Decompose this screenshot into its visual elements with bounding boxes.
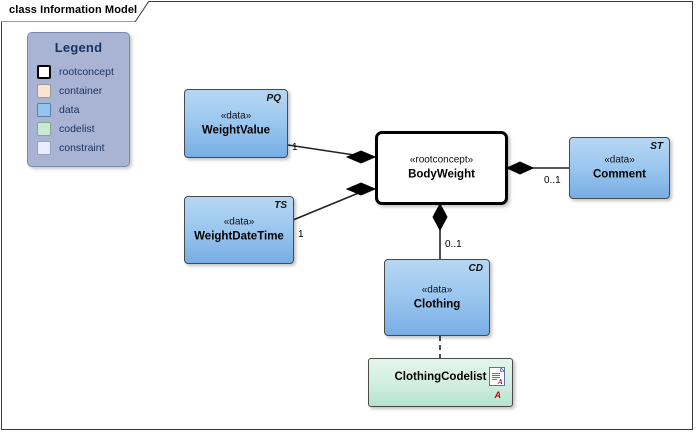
class-name-clothingcodelist: ClothingCodelist [394,371,487,383]
class-body-clothing: «data» Clothing [385,283,489,312]
legend-swatch-container-icon [37,83,51,98]
class-body-weightdatetime: «data» WeightDateTime [185,216,293,245]
connector-bodyweight-clothing [432,202,448,260]
class-name-bodyweight: BodyWeight [408,168,475,181]
legend-item-container: container [37,81,129,100]
legend-swatch-constraint-icon [37,140,51,155]
class-stereotype-clothing: «data» [421,284,453,295]
class-stereotype-weightvalue: «data» [220,110,252,121]
class-stereotype-weightdatetime: «data» [223,216,255,228]
connector-weightvalue-bodyweight [287,144,377,164]
multiplicity-comment: 0..1 [544,175,561,186]
class-box-weightdatetime[interactable]: TS «data» WeightDateTime [184,196,294,264]
class-tag-clothing: CD [468,263,483,274]
multiplicity-weightvalue: 1 [292,142,298,153]
class-box-clothing[interactable]: CD «data» Clothing [384,259,490,336]
codelist-marker: A [494,390,502,400]
legend-item-rootconcept: rootconcept [37,62,129,81]
legend-title: Legend [54,40,103,55]
class-body-weightvalue: «data» WeightValue [185,109,287,138]
legend-label-constraint: constraint [59,141,105,154]
document-icon: A [489,367,505,386]
class-name-comment: Comment [592,168,647,181]
legend-item-list: rootconcept container data codelist cons… [28,62,129,157]
legend-label-codelist: codelist [59,122,95,135]
class-body-comment: «data» Comment [570,154,669,183]
legend-label-container: container [59,84,103,97]
diagram-title: class Information Model [9,4,138,16]
connector-bodyweight-comment [505,161,569,175]
class-stereotype-comment: «data» [604,154,635,166]
connector-weightdatetime-bodyweight [292,182,377,221]
class-box-bodyweight[interactable]: «rootconcept» BodyWeight [375,131,508,205]
class-box-weightvalue[interactable]: PQ «data» WeightValue [184,89,288,158]
legend-label-data: data [59,103,80,116]
class-stereotype-bodyweight: «rootconcept» [409,154,474,166]
class-name-weightdatetime: WeightDateTime [194,230,284,243]
multiplicity-weightdatetime: 1 [298,229,304,240]
class-box-clothingcodelist[interactable]: ClothingCodelist A A [368,358,513,407]
class-body-bodyweight: «rootconcept» BodyWeight [378,154,505,183]
legend-swatch-data-icon [37,102,51,117]
class-name-weightvalue: WeightValue [201,124,271,136]
legend-panel: Legend rootconcept container data codeli… [27,32,130,167]
class-box-comment[interactable]: ST «data» Comment [569,137,670,199]
class-tag-weightdatetime: TS [274,200,287,211]
class-tag-comment: ST [650,141,663,152]
legend-swatch-rootconcept-icon [37,64,51,79]
diagram-title-tab [1,1,149,22]
class-name-clothing: Clothing [413,298,461,310]
legend-item-constraint: constraint [37,138,129,157]
legend-label-rootconcept: rootconcept [59,65,114,78]
legend-swatch-codelist-icon [37,121,51,136]
class-tag-weightvalue: PQ [266,93,281,104]
legend-item-codelist: codelist [37,119,129,138]
multiplicity-clothing: 0..1 [445,239,462,250]
legend-item-data: data [37,100,129,119]
svg-text:A: A [497,378,503,386]
